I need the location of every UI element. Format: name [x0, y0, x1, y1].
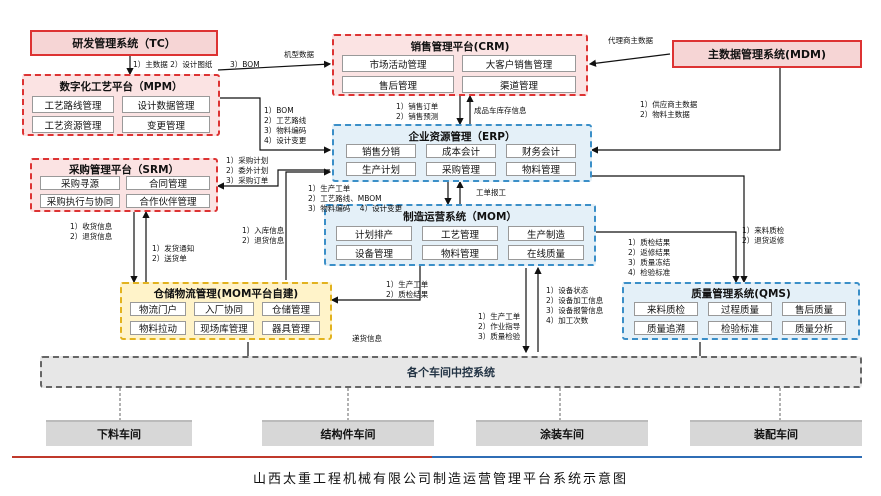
note-mom-qms: 1）质检结果 2）返修结果 3）质量冻结 4）检验标准	[628, 238, 671, 277]
mom-module: 生产制造	[508, 226, 584, 241]
qms-title: 质量管理系统(QMS)	[691, 288, 791, 300]
mdm-system-box: 主数据管理系统(MDM)	[672, 40, 862, 68]
mom-title: 制造运营系统（MOM）	[403, 211, 517, 223]
crm-module: 售后管理	[342, 76, 454, 93]
mom-module: 物料管理	[422, 245, 498, 260]
crm-module: 渠道管理	[462, 76, 576, 93]
crm-group: 销售管理平台(CRM) 市场活动管理 大客户销售管理 售后管理 渠道管理	[332, 34, 588, 96]
mdm-title: 主数据管理系统(MDM)	[707, 48, 827, 61]
note-delivery: 递货信息	[352, 334, 382, 343]
mom-group: 制造运营系统（MOM） 计划排产 工艺管理 生产制造 设备管理 物料管理 在线质…	[324, 204, 596, 266]
mpm-group: 数字化工艺平台（MPM） 工艺路线管理 设计数据管理 工艺资源管理 变更管理	[22, 74, 220, 136]
qms-module: 质量分析	[782, 321, 846, 335]
erp-module: 物料管理	[506, 162, 576, 176]
mom-module: 工艺管理	[422, 226, 498, 241]
wms-module: 物料拉动	[130, 321, 186, 335]
srm-title: 采购管理平台（SRM）	[68, 164, 180, 176]
note-crm-erp: 1）销售订单 2）销售预测	[396, 102, 439, 121]
mpm-module: 工艺资源管理	[32, 116, 114, 133]
mpm-module: 设计数据管理	[122, 96, 210, 113]
figure-caption: 山西太重工程机械有限公司制造运营管理平台系统示意图	[252, 472, 628, 487]
crm-module: 大客户销售管理	[462, 55, 576, 72]
tc-system-box: 研发管理系统（TC）	[30, 30, 218, 56]
qms-module: 过程质量	[708, 302, 772, 316]
qms-module: 检验标准	[708, 321, 772, 335]
note-work-report: 工单报工	[476, 188, 506, 197]
srm-group: 采购管理平台（SRM） 采购寻源 合同管理 采购执行与协同 合作伙伴管理	[30, 158, 218, 212]
srm-module: 采购寻源	[40, 176, 120, 190]
workshop-box: 涂装车间	[476, 420, 648, 446]
crm-title: 销售管理平台(CRM)	[410, 41, 510, 53]
srm-module: 合作伙伴管理	[126, 194, 210, 208]
erp-title: 企业资源管理（ERP）	[408, 131, 516, 143]
erp-module: 成本会计	[426, 144, 496, 158]
central-control-bar: 各个车间中控系统	[40, 356, 862, 388]
erp-module: 销售分销	[346, 144, 416, 158]
control-title: 各个车间中控系统	[407, 366, 495, 379]
mpm-title: 数字化工艺平台（MPM）	[59, 81, 183, 93]
qms-group: 质量管理系统(QMS) 来料质检 过程质量 售后质量 质量追溯 检验标准 质量分…	[622, 282, 860, 340]
qms-module: 质量追溯	[634, 321, 698, 335]
tc-title: 研发管理系统（TC）	[72, 37, 176, 50]
workshop-box: 下料车间	[46, 420, 192, 446]
note-srm-wms: 1）收货信息 2）退货信息	[70, 222, 113, 241]
mom-module: 设备管理	[336, 245, 412, 260]
workshop-box: 结构件车间	[262, 420, 434, 446]
erp-module: 生产计划	[346, 162, 416, 176]
note-stock: 成品车库存信息	[474, 106, 527, 115]
srm-module: 采购执行与协同	[40, 194, 120, 208]
note-equipment-status: 1）设备状态 2）设备加工信息 3）设备报警信息 4）加工次数	[546, 286, 604, 325]
srm-module: 合同管理	[126, 176, 210, 190]
note-control-mom: 1）生产工单 2）作业指导 3）质量检验	[478, 312, 521, 341]
note-tc-mpm: 1）主数据 2）设计图纸	[133, 60, 213, 69]
note-wms-erp: 1）入库信息 2）退货信息	[242, 226, 285, 245]
workshop-box: 装配车间	[690, 420, 862, 446]
crm-module: 市场活动管理	[342, 55, 454, 72]
note-erp-mom: 1）生产工单 2）工艺路线、MBOM 3）物料编码 4）设计变更	[308, 184, 403, 213]
note-erp-srm: 1）采购计划 2）委外计划 3）采购订单	[226, 156, 269, 185]
note-mdm-erp: 1）供应商主数据 2）物料主数据	[640, 100, 698, 119]
erp-module: 采购管理	[426, 162, 496, 176]
wms-module: 现场库管理	[194, 321, 254, 335]
mpm-module: 工艺路线管理	[32, 96, 114, 113]
wms-module: 物流门户	[130, 302, 186, 316]
note-srm-wms-2: 1）发货通知 2）送货单	[152, 244, 195, 263]
wms-module: 仓储管理	[262, 302, 320, 316]
wms-group: 仓储物流管理(MOM平台自建) 物流门户 入厂协同 仓储管理 物料拉动 现场库管…	[120, 282, 332, 340]
mom-module: 在线质量	[508, 245, 584, 260]
note-tc-bom: 3）BOM	[230, 60, 260, 69]
wms-title: 仓储物流管理(MOM平台自建)	[153, 288, 299, 300]
erp-module: 财务会计	[506, 144, 576, 158]
qms-module: 来料质检	[634, 302, 698, 316]
mpm-module: 变更管理	[122, 116, 210, 133]
caption-rule-blue	[432, 456, 862, 458]
qms-module: 售后质量	[782, 302, 846, 316]
note-mom-wms: 1）生产工单 2）质检结果	[386, 280, 429, 299]
note-erp-qms: 1）来料质检 2）退货返修	[742, 226, 785, 245]
caption-rule-red	[12, 456, 432, 458]
note-agent-data: 代理商主数据	[608, 36, 653, 45]
note-model-data: 机型数据	[284, 50, 314, 59]
erp-group: 企业资源管理（ERP） 销售分销 成本会计 财务会计 生产计划 采购管理 物料管…	[332, 124, 592, 182]
note-mpm-erp: 1）BOM 2）工艺路线 3）物料编码 4）设计变更	[264, 106, 307, 145]
mom-module: 计划排产	[336, 226, 412, 241]
wms-module: 器具管理	[262, 321, 320, 335]
wms-module: 入厂协同	[194, 302, 254, 316]
